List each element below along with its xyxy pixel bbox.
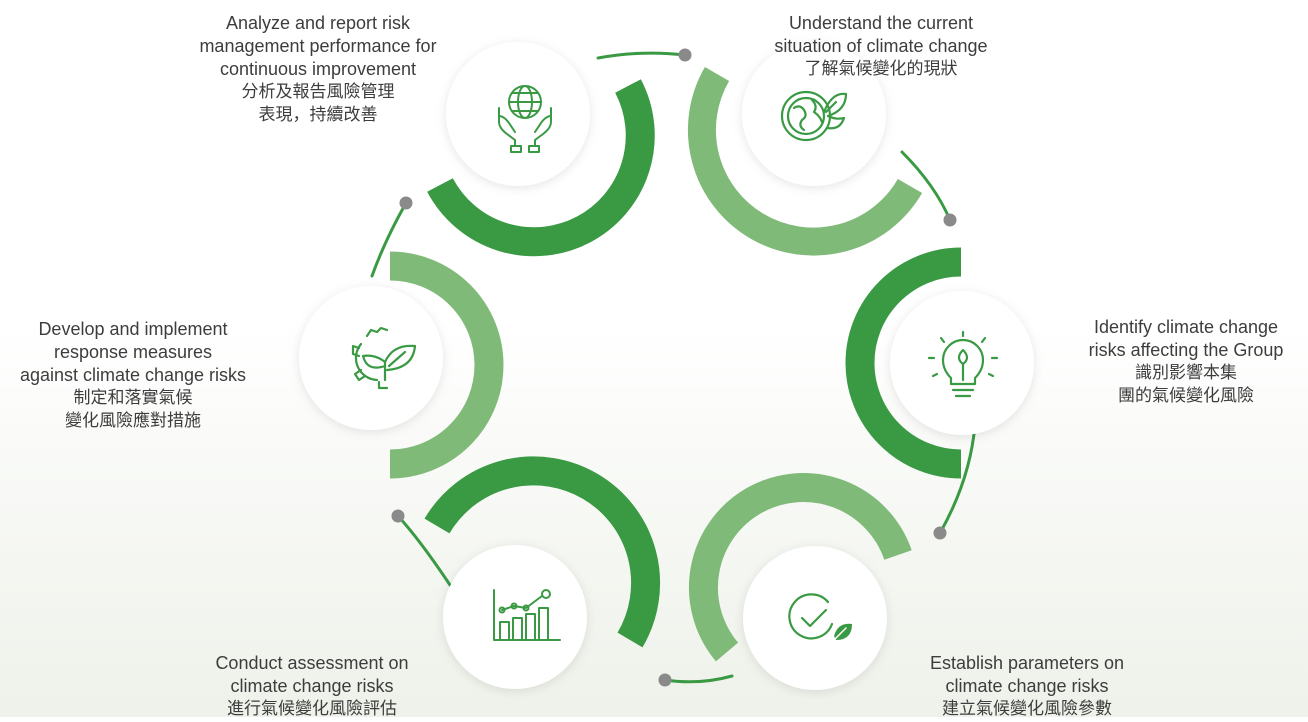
connector-dots [391,48,957,687]
step-understand [687,42,923,256]
step-report [427,42,655,257]
dot [391,509,405,523]
connector-identify-establish [938,423,977,535]
connector-establish-assess [663,674,734,684]
dot [658,673,672,687]
circle-report [446,42,590,186]
arc-respond [389,251,504,479]
label-respond-en: Develop and implement response measures … [19,319,247,385]
label-report: Analyze and report risk management perfo… [178,12,458,127]
earth-leaf-icon [780,90,848,142]
dot [933,526,947,540]
dot [943,213,957,227]
circle-respond [299,286,443,430]
lightbulb-leaf-icon [927,330,999,398]
dot [399,196,413,210]
step-assess [424,456,661,689]
label-establish-en: Establish parameters on climate change r… [929,653,1125,696]
connector-understand-identify [900,150,952,222]
step-establish [688,473,912,690]
label-respond: Develop and implement response measures … [1,318,265,433]
label-establish-zh: 建立氣候變化風險參數 [942,699,1112,719]
label-report-zh: 分析及報告風險管理 表現，持續改善 [241,82,395,125]
label-respond-zh: 制定和落實氣候 變化風險應對措施 [65,388,201,431]
check-leaf-icon [788,593,852,641]
step-identify [845,247,1034,479]
arc-understand [687,66,923,256]
connector-respond-report [370,201,408,278]
label-establish: Establish parameters on climate change r… [897,652,1157,721]
bar-chart-trend-icon [493,589,561,641]
label-identify-zh: 識別影響本集 團的氣候變化風險 [1118,363,1254,406]
label-understand: Understand the current situation of clim… [731,12,1031,81]
step-respond [299,251,504,479]
gear-sprout-icon [351,326,417,390]
label-assess-en: Conduct assessment on climate change ris… [215,653,409,696]
hands-globe-icon [498,85,552,153]
label-understand-zh: 了解氣候變化的現狀 [804,59,958,79]
connector-assess-respond [396,514,452,587]
arc-assess [424,456,661,648]
dot [678,48,692,62]
label-assess: Conduct assessment on climate change ris… [182,652,442,721]
label-understand-en: Understand the current situation of clim… [774,13,988,56]
arc-report [427,79,655,257]
label-assess-zh: 進行氣候變化風險評估 [227,699,397,719]
connectors [370,51,977,684]
circle-understand [742,42,886,186]
label-report-en: Analyze and report risk management perfo… [199,13,437,79]
label-identify-en: Identify climate change risks affecting … [1088,317,1284,360]
arc-identify [845,247,962,479]
arc-establish [688,473,912,662]
circle-establish [743,546,887,690]
connector-report-understand [596,51,687,60]
label-identify: Identify climate change risks affecting … [1066,316,1306,408]
